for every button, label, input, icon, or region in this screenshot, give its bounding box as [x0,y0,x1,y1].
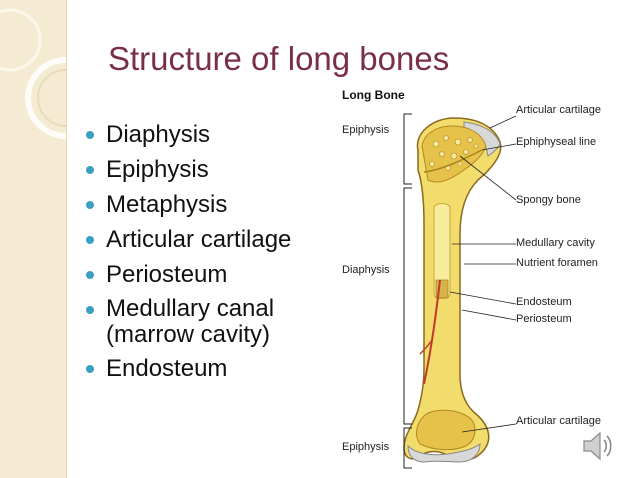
label-endosteum: Endosteum [516,296,572,308]
bullet-text: Periosteum [106,261,228,288]
bullet-item: Endosteum [84,355,334,383]
bullet-text: Epiphysis [106,156,209,183]
bullet-item: Articular cartilage [84,226,334,254]
nutrient-vessel-branch [419,339,433,355]
bullet-text: Metaphysis [106,191,228,218]
bullet-item: Epiphysis [84,156,334,184]
bone-outline [403,117,502,461]
nutrient-vessel [423,279,441,385]
bullet-dot-icon [86,306,94,314]
label-spongy-bone: Spongy bone [516,194,581,206]
pointer-lines [449,115,517,433]
speaker-icon-graphic [583,431,612,461]
long-bone-illustration [403,113,517,469]
bullet-dot-icon [86,271,94,279]
bullet-dot-icon [86,365,94,373]
label-articular-cartilage-bottom: Articular cartilage [516,415,601,427]
spongy-bone-bottom [416,409,476,451]
diagram-title: Long Bone [342,88,405,102]
bullet-dot-icon [86,131,94,139]
spongy-pores [429,135,479,171]
left-brackets [403,113,412,469]
label-articular-cartilage-top: Articular cartilage [516,104,601,116]
bullet-dot-icon [86,166,94,174]
bullet-item: Metaphysis [84,191,334,219]
bullet-list: Diaphysis Epiphysis Metaphysis Articular… [84,121,334,390]
articular-cartilage-bottom [407,443,481,463]
label-epiphysis-bottom: Epiphysis [342,441,390,453]
bullet-dot-icon [86,201,94,209]
bullet-item: Diaphysis [84,121,334,149]
label-epiphysis-top: Epiphysis [342,124,390,136]
bullet-item: Medullary canal(marrow cavity) [84,296,334,348]
bullet-dot-icon [86,236,94,244]
bullet-text: Diaphysis [106,121,211,148]
slide-title: Structure of long bones [108,40,450,77]
bullet-text: Articular cartilage [106,226,292,253]
bullet-text: Endosteum [106,355,228,382]
label-diaphysis: Diaphysis [342,264,390,276]
decorative-rings [0,8,66,139]
label-epiphyseal-line: Ephiphyseal line [516,136,597,148]
bullet-text: Medullary canal [106,295,275,322]
long-bone-diagram: Long Bone Epiphysis Diaphysis Epiphysis … [332,84,638,478]
label-medullary-cavity: Medullary cavity [516,237,595,249]
epiphyseal-line [423,149,483,173]
speaker-icon[interactable] [578,426,618,471]
label-nutrient-foramen: Nutrient foramen [516,257,598,269]
label-periosteum: Periosteum [516,313,572,325]
decorative-side-band [0,0,67,478]
bullet-text-continued: (marrow cavity) [106,321,271,348]
bullet-item: Periosteum [84,261,334,289]
